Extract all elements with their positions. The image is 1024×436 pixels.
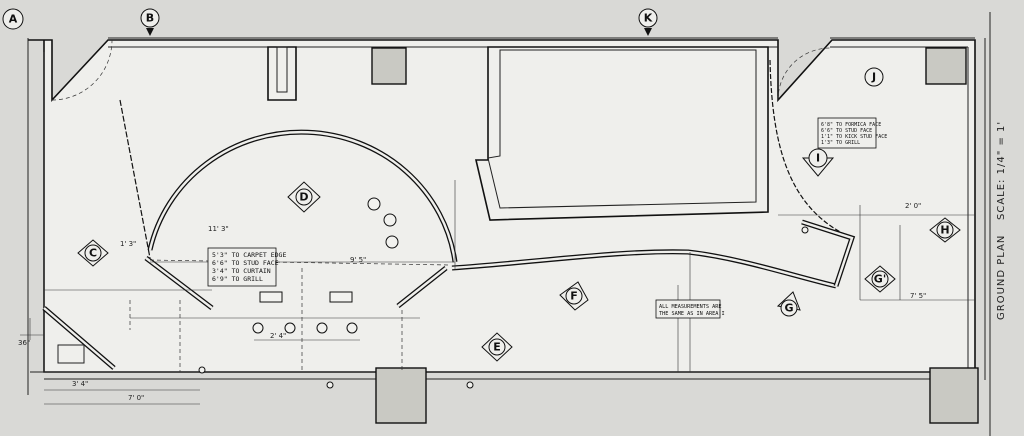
dim-text-9: 36" — [18, 339, 30, 347]
marker-d: D — [287, 181, 321, 213]
note-center-2: 3'4" TO CURTAIN — [212, 267, 271, 275]
marker-a: A — [2, 8, 24, 30]
marker-j-label: J — [871, 71, 876, 84]
marker-k-label: K — [644, 12, 653, 25]
marker-g: G — [776, 291, 801, 317]
center-dashes — [129, 268, 403, 372]
wall-c-angled — [119, 99, 151, 259]
room-k — [474, 46, 769, 221]
seat-left — [259, 291, 283, 303]
curtain-line — [149, 259, 451, 266]
dim-text-8: 7' 0" — [128, 394, 144, 402]
note-bottom-0: ALL MEASUREMENTS ARE — [659, 304, 721, 310]
marker-g-prime: G' — [864, 265, 896, 293]
marker-b-label: B — [146, 12, 154, 25]
dim-text-2: 2' 4" — [270, 332, 286, 340]
note-right-0: 6'8" TO FORMICA FACE — [821, 122, 881, 128]
marker-e-label: E — [493, 341, 501, 354]
door-swing-right — [777, 47, 831, 101]
sheet-title: GROUND PLAN — [996, 235, 1007, 320]
dim-text-4: 1' 3" — [120, 240, 136, 248]
room-k-inner — [487, 49, 757, 209]
note-box-bottom: ALL MEASUREMENTS ARE THE SAME AS IN AREA… — [655, 299, 725, 319]
marker-c: C — [77, 239, 109, 267]
outer-wall-left — [27, 38, 45, 395]
outlet-circles — [198, 197, 809, 389]
note-box-right: 6'8" TO FORMICA FACE 6'6" TO STUD FACE 1… — [817, 117, 887, 149]
pier-bottom-right — [929, 367, 979, 424]
marker-k: K — [638, 8, 658, 36]
fixture-box — [57, 344, 85, 364]
pier-top-right — [925, 47, 967, 85]
marker-g-prime-label: G' — [874, 273, 886, 286]
dim-text-5: 7' 5" — [910, 292, 926, 300]
note-center-1: 6'6" TO STUD FACE — [212, 259, 279, 267]
marker-e: E — [481, 332, 513, 362]
marker-d-label: D — [299, 191, 308, 204]
note-right-3: 1'3" TO GRILL — [821, 140, 860, 146]
marker-f-label: F — [570, 290, 578, 303]
notch-inner — [276, 46, 288, 93]
marker-f: F — [559, 281, 589, 311]
note-center-3: 6'9" TO GRILL — [212, 275, 263, 283]
dim-text-1: 11' 3" — [208, 225, 229, 233]
title-block: GROUND PLAN SCALE: 1/4" = 1' — [996, 121, 1007, 320]
outer-wall-bottom — [30, 371, 968, 380]
marker-i: I — [801, 148, 835, 177]
dim-text-6: 2' 0" — [905, 202, 921, 210]
outer-wall-right — [967, 12, 991, 436]
note-right-2: 1'1" TO KICK STUD FACE — [821, 134, 887, 140]
curved-wall-i — [769, 59, 853, 287]
marker-a-label: A — [9, 13, 18, 26]
sheet-scale: SCALE: 1/4" = 1' — [996, 121, 1007, 220]
note-box-center: 5'3" TO CARPET EDGE 6'6" TO STUD FACE 3'… — [207, 247, 286, 287]
pier-top — [371, 47, 407, 85]
marker-b: B — [140, 8, 160, 36]
seat-right — [329, 291, 353, 303]
note-bottom-1: THE SAME AS IN AREA I — [659, 311, 725, 317]
marker-h: H — [929, 217, 961, 243]
dim-text-7: 3' 4" — [72, 380, 88, 388]
note-center-0: 5'3" TO CARPET EDGE — [212, 251, 286, 259]
dim-text-3: 9' 5" — [350, 256, 366, 264]
note-right-1: 6'6" TO STUD FACE — [821, 128, 872, 134]
outer-wall-top-right — [830, 37, 975, 48]
marker-g-label: G — [784, 302, 793, 315]
marker-h-label: H — [940, 224, 949, 237]
marker-c-label: C — [89, 247, 97, 260]
marker-i-label: I — [816, 152, 820, 165]
marker-j: J — [864, 67, 884, 87]
pier-bottom — [375, 367, 427, 424]
